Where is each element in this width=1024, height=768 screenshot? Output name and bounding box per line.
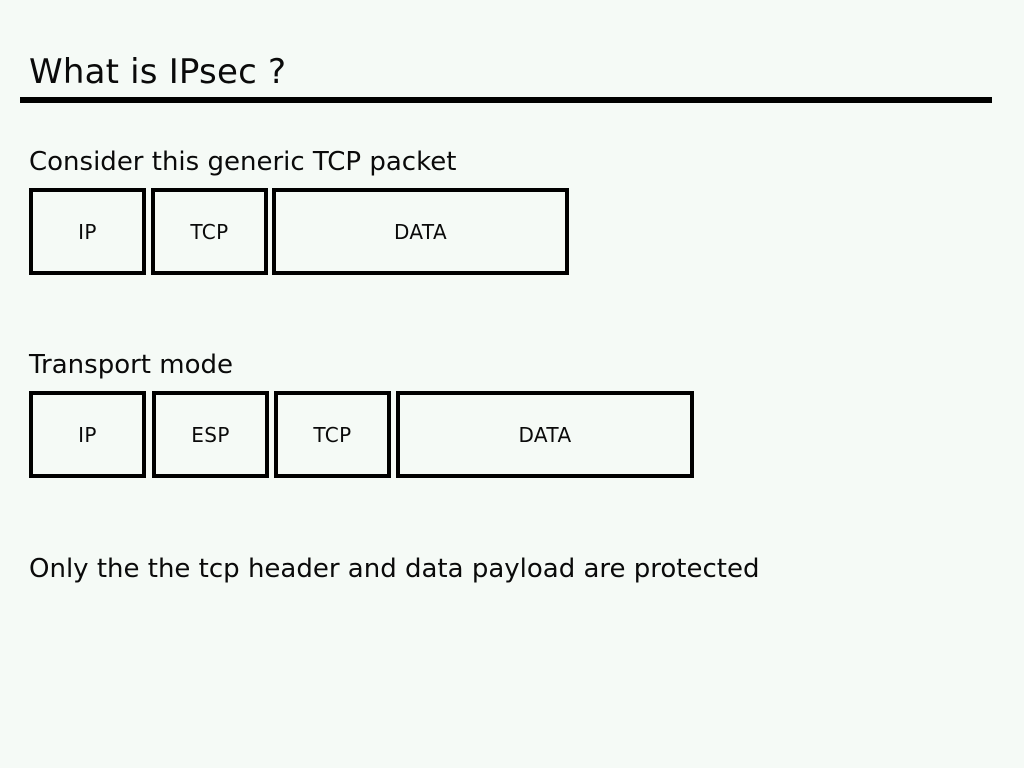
packet-field-tcp: TCP	[274, 391, 391, 478]
title-divider	[20, 97, 992, 103]
packet-field-label: IP	[78, 422, 97, 447]
packet-field-esp: ESP	[152, 391, 269, 478]
page-title: What is IPsec ?	[29, 52, 287, 92]
protection-note: Only the the tcp header and data payload…	[29, 554, 760, 584]
packet-field-label: TCP	[190, 219, 229, 244]
packet-field-ip: IP	[29, 188, 146, 275]
packet-field-ip: IP	[29, 391, 146, 478]
packet-field-label: ESP	[191, 422, 230, 447]
packet-diagram-generic: IP TCP DATA	[29, 188, 570, 275]
packet-diagram-transport-mode: IP ESP TCP DATA	[29, 391, 694, 478]
packet-field-data: DATA	[396, 391, 694, 478]
section-label-generic-packet: Consider this generic TCP packet	[29, 147, 457, 177]
packet-field-data: DATA	[272, 188, 569, 275]
section-label-transport-mode: Transport mode	[29, 350, 234, 380]
packet-field-label: TCP	[313, 422, 352, 447]
packet-field-tcp: TCP	[151, 188, 268, 275]
packet-field-label: IP	[78, 219, 97, 244]
packet-field-label: DATA	[393, 219, 448, 244]
packet-field-label: DATA	[518, 422, 572, 447]
